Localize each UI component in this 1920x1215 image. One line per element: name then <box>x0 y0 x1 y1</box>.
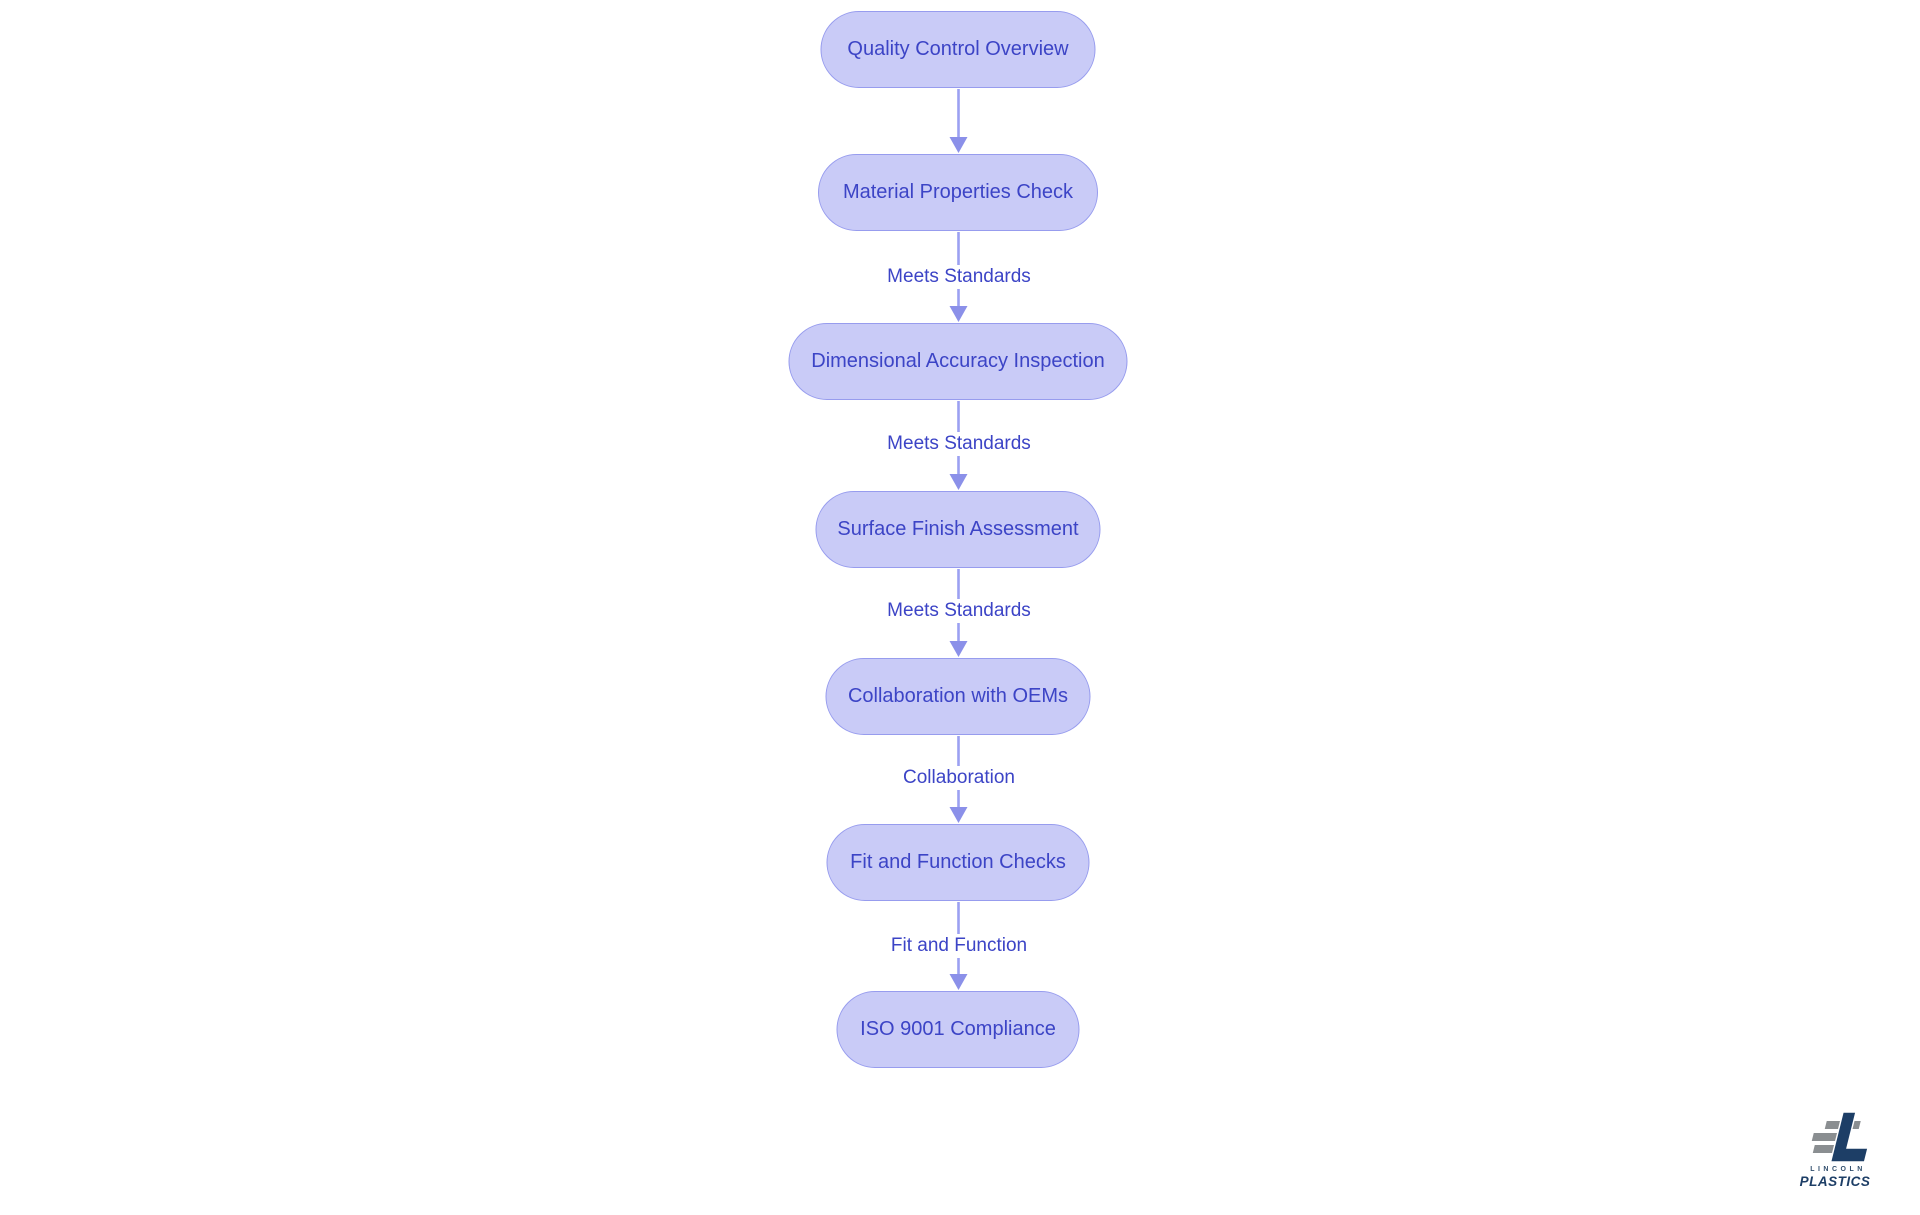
edge-arrowhead-1 <box>949 137 968 153</box>
stacked-sheets-L-icon <box>1811 1112 1869 1163</box>
edge-arrowhead-3 <box>949 474 968 490</box>
flow-node-fit-and-function-checks: Fit and Function Checks <box>826 824 1090 901</box>
logo-brand-bottom: PLASTICS <box>1799 1174 1871 1189</box>
flow-node-iso-9001-compliance: ISO 9001 Compliance <box>836 991 1080 1068</box>
flow-node-quality-control-overview: Quality Control Overview <box>820 11 1096 88</box>
edge-label-collaboration: Collaboration <box>896 766 1022 790</box>
edge-label-fit-and-function: Fit and Function <box>883 934 1035 958</box>
flow-node-material-properties-check: Material Properties Check <box>818 154 1098 231</box>
logo-brand-top: LINCOLN <box>1810 1166 1866 1173</box>
flow-node-surface-finish-assessment: Surface Finish Assessment <box>815 491 1101 568</box>
edge-arrowhead-5 <box>949 807 968 823</box>
edge-label-meets-standards-1: Meets Standards <box>880 265 1038 289</box>
lincoln-plastics-logo: LINCOLN PLASTICS <box>1793 1112 1877 1189</box>
edge-arrowhead-2 <box>949 306 968 322</box>
edge-label-meets-standards-3: Meets Standards <box>880 599 1038 623</box>
edge-arrowhead-6 <box>949 974 968 990</box>
edge-label-meets-standards-2: Meets Standards <box>880 432 1038 456</box>
flow-node-collaboration-with-oems: Collaboration with OEMs <box>825 658 1091 735</box>
flow-node-dimensional-accuracy-inspection: Dimensional Accuracy Inspection <box>788 323 1128 400</box>
edge-arrowhead-4 <box>949 641 968 657</box>
